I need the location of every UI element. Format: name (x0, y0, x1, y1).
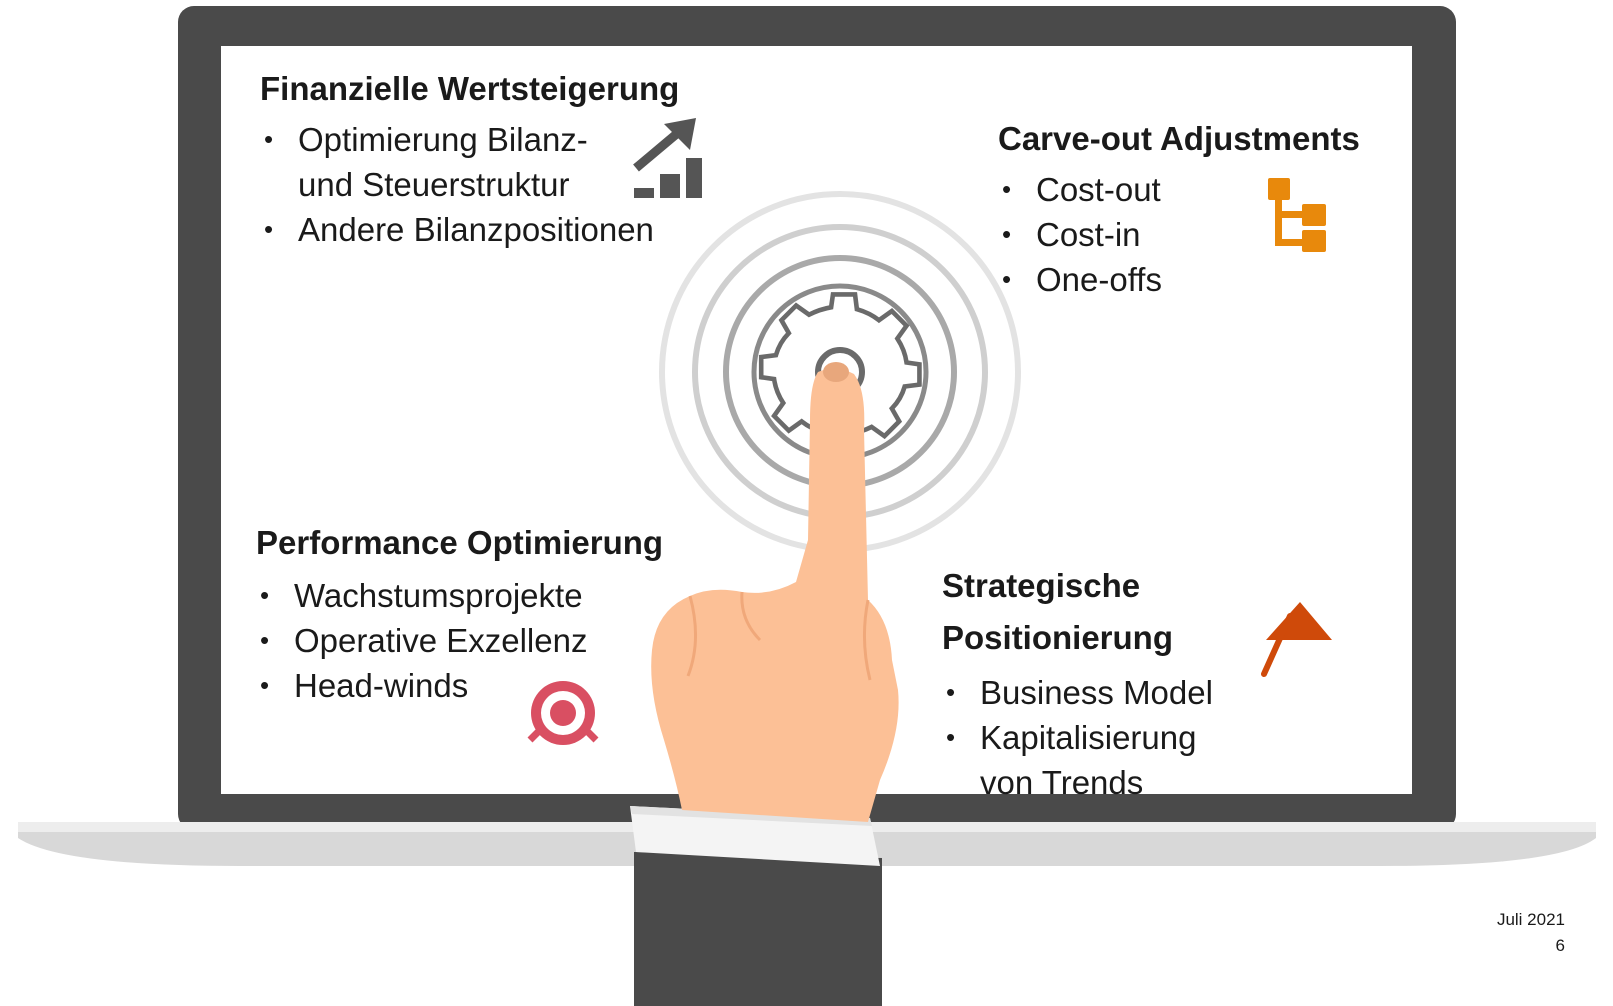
section-strategische: Strategische Positionierung Business Mod… (942, 560, 1213, 805)
section-performance: Performance Optimierung Wachstumsprojekt… (256, 522, 663, 708)
bullet-list: Cost-out Cost-in One-offs (998, 167, 1360, 302)
footer: Juli 2021 6 (1497, 907, 1565, 959)
bullet-list: Wachstumsprojekte Operative Exzellenz He… (256, 573, 663, 708)
footer-date: Juli 2021 (1496, 910, 1565, 929)
bullet-list: Andere Bilanzpositionen (260, 207, 679, 252)
list-item-continuation: von Trends (980, 764, 1144, 801)
section-title: Carve-out Adjustments (998, 120, 1360, 157)
section-title-line1: Strategische (942, 567, 1141, 604)
list-item: Optimierung Bilanz- (260, 117, 679, 162)
list-item: Operative Exzellenz (256, 618, 663, 663)
list-item: Wachstumsprojekte (256, 573, 663, 618)
list-item-continuation: und Steuerstruktur (298, 166, 570, 204)
pointing-hand (630, 362, 899, 1006)
list-item: Business Model (942, 670, 1213, 715)
list-item: Andere Bilanzpositionen (260, 207, 679, 252)
section-carveout: Carve-out Adjustments Cost-out Cost-in O… (998, 118, 1360, 302)
list-item: Head-winds (256, 663, 663, 708)
list-item: Cost-in (998, 212, 1360, 257)
bullet-list: Optimierung Bilanz- (260, 117, 679, 162)
section-title-line2: Positionierung (942, 619, 1173, 656)
bullet-list: Business Model Kapitalisierung (942, 670, 1213, 760)
flag-icon (1261, 602, 1332, 677)
section-finanzielle: Finanzielle Wertsteigerung Optimierung B… (260, 68, 679, 252)
list-item: Kapitalisierung (942, 715, 1213, 760)
section-title: Finanzielle Wertsteigerung (260, 70, 680, 107)
section-title: Performance Optimierung (256, 524, 664, 561)
list-item: One-offs (998, 257, 1360, 302)
page-number: 6 (1555, 936, 1565, 955)
list-item: Cost-out (998, 167, 1360, 212)
